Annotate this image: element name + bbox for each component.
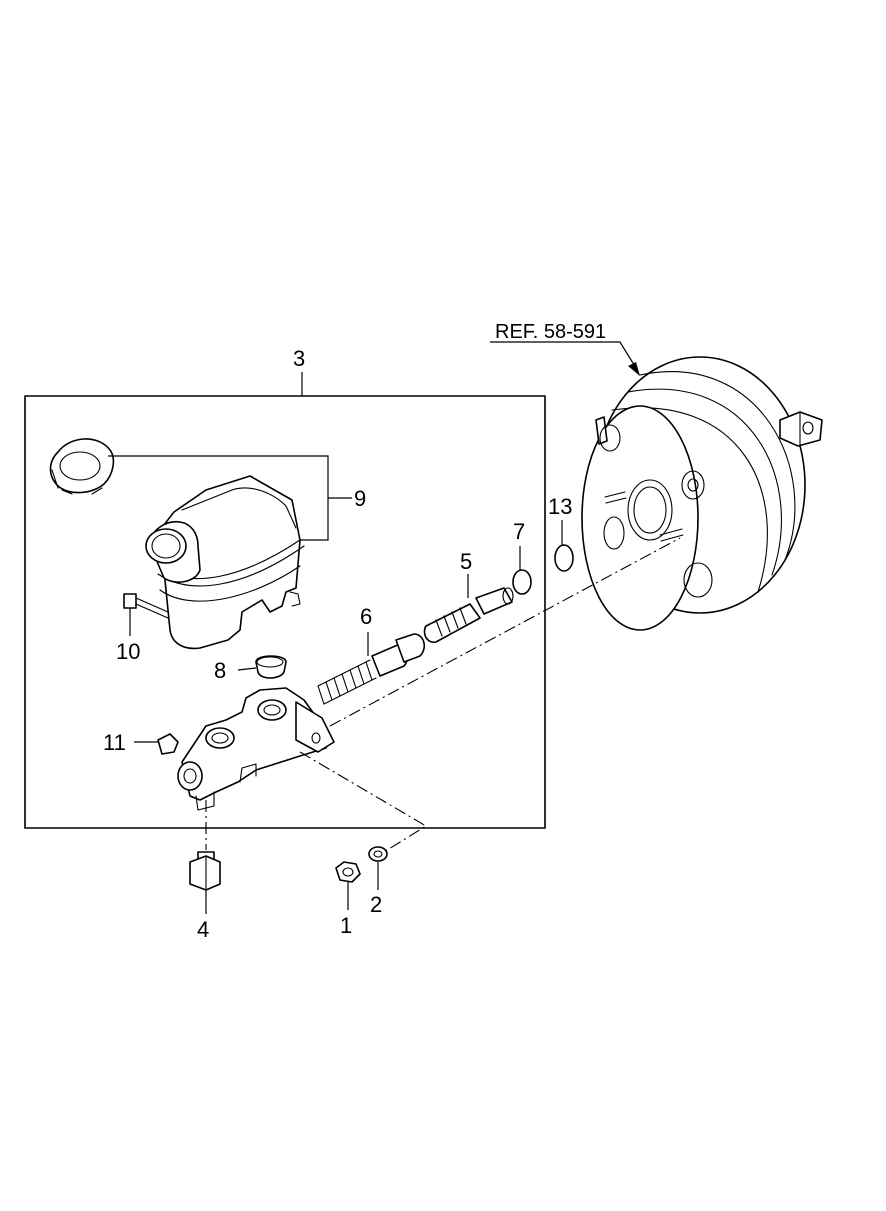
brake-booster xyxy=(581,356,823,631)
axis-line-fasteners xyxy=(299,751,428,853)
level-sensor xyxy=(123,593,169,619)
reservoir-tank xyxy=(145,475,305,650)
callout-10: 10 xyxy=(116,639,140,664)
callout-1: 1 xyxy=(340,913,352,938)
reservoir-cap xyxy=(49,438,115,495)
grommet xyxy=(255,655,287,679)
washer xyxy=(368,846,388,862)
callout-4: 4 xyxy=(197,917,209,942)
reference-label: REF. 58-591 xyxy=(495,321,606,343)
callout-9: 9 xyxy=(354,486,366,511)
callout-13: 13 xyxy=(548,494,572,519)
callout-7: 7 xyxy=(513,519,525,544)
tube-fitting xyxy=(189,851,221,891)
master-cylinder-body xyxy=(177,687,335,811)
nut xyxy=(335,861,361,883)
secondary-piston xyxy=(423,587,514,643)
callout-11: 11 xyxy=(103,730,126,755)
o-ring xyxy=(554,544,574,572)
leader-8 xyxy=(237,667,257,671)
reference-leader xyxy=(490,341,637,369)
callout-2: 2 xyxy=(370,892,382,917)
primary-piston-spring xyxy=(317,633,426,705)
reference-arrow-icon xyxy=(628,362,640,376)
callout-3: 3 xyxy=(293,346,305,371)
callout-5: 5 xyxy=(460,549,472,574)
snap-ring xyxy=(512,569,532,595)
callout-8: 8 xyxy=(214,658,226,683)
callout-6: 6 xyxy=(360,604,372,629)
assembly-frame xyxy=(24,395,546,829)
axis-line-booster xyxy=(329,537,681,727)
bleeder-plug xyxy=(157,733,179,755)
leader-9 xyxy=(108,455,352,541)
